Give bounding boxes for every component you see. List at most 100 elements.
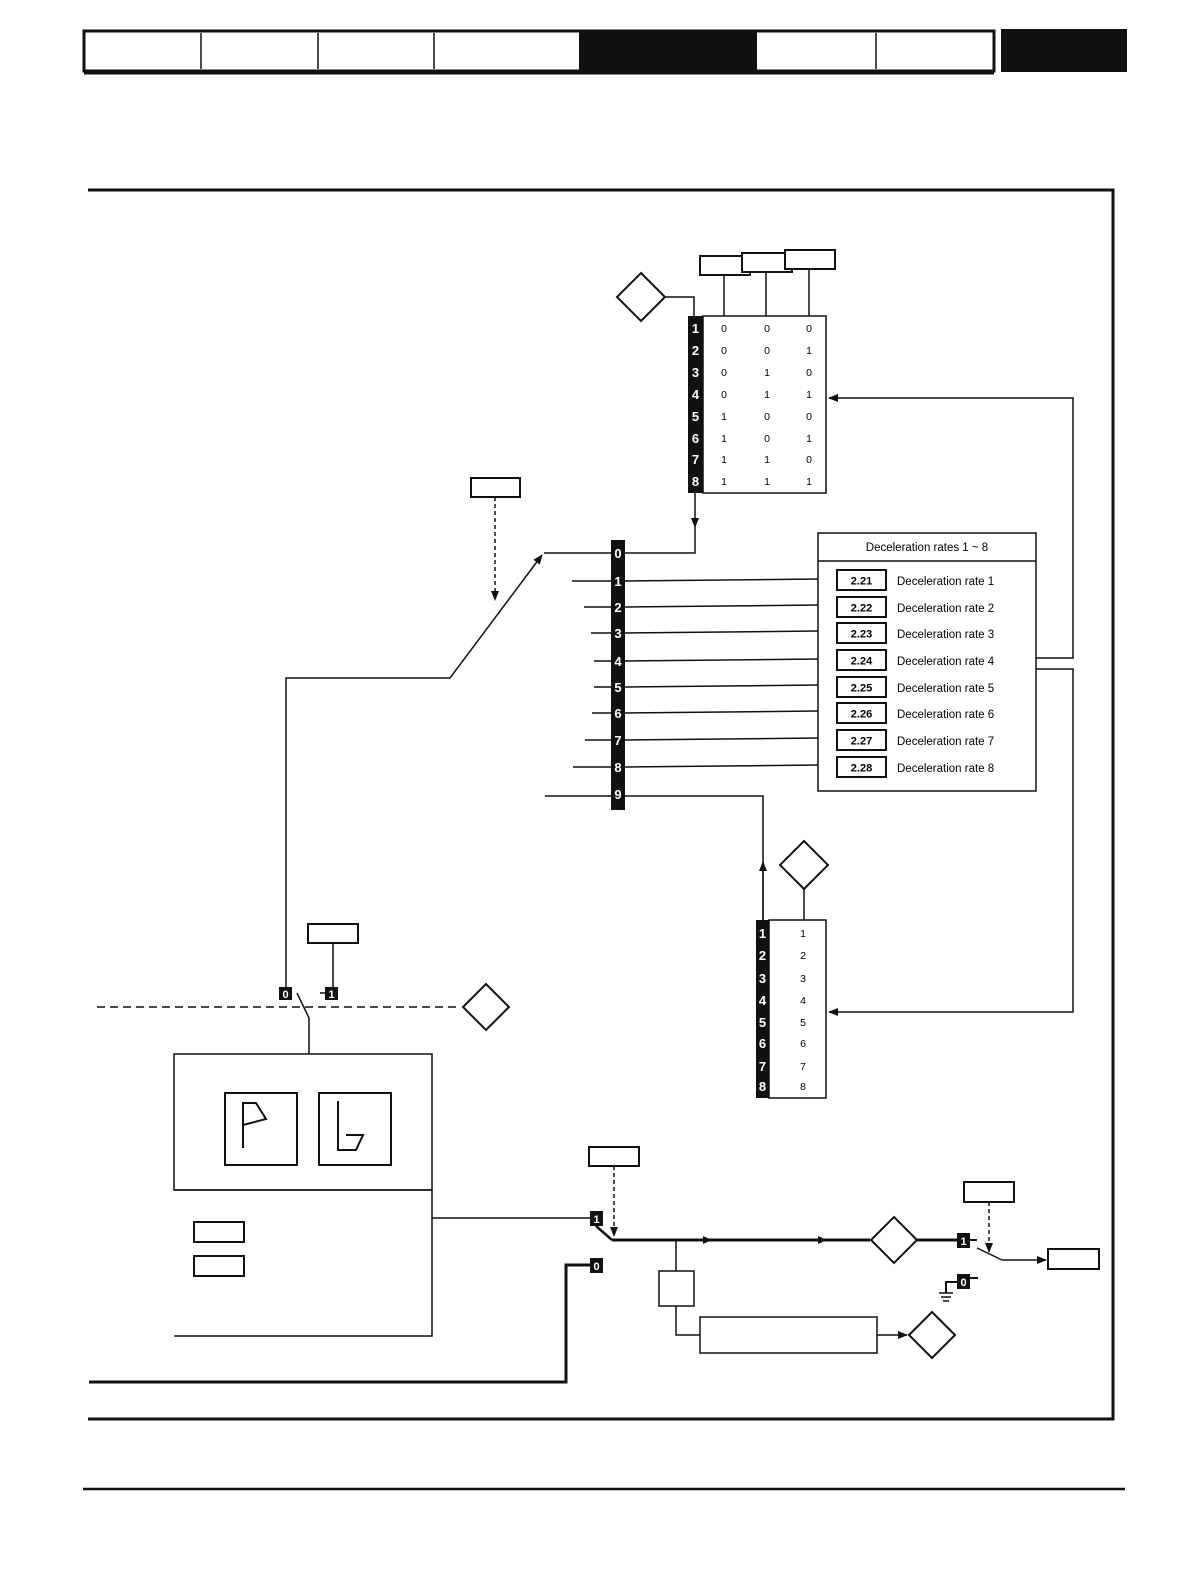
svg-text:1: 1 [960,1236,966,1248]
preset-index-label: 4 [759,993,767,1008]
selector-label: 0 [614,546,621,561]
svg-text:0: 0 [960,1277,966,1289]
output-diamond [869,1215,919,1265]
preset-index-label: 6 [759,1036,766,1051]
decel-param-box[interactable] [836,756,887,778]
binary-index-label: 1 [692,321,699,336]
selector-label: 2 [614,600,621,615]
diagram-frame [88,188,1115,1421]
decel-param-number: 2.22 [851,603,872,615]
preset-value: 2 [800,950,806,962]
selector-rate-line [624,710,819,714]
selector-label: 5 [614,680,621,695]
header-page-box [1001,29,1127,72]
binary-cell: 1 [764,476,770,488]
selector-rate-line [624,764,819,768]
key-p-button[interactable] [224,1092,298,1166]
decel-rate-label: Deceleration rate 3 [897,629,994,641]
output-switch[interactable]: 1 0 [432,1146,640,1273]
decel-param-number: 2.26 [851,709,872,721]
key-b-button[interactable] [318,1092,392,1166]
binary-cell: 0 [806,454,812,466]
preset-index-label: 7 [759,1059,766,1074]
decel-rate-label: Deceleration rate 4 [897,656,995,668]
decel-rate-label: Deceleration rate 1 [897,576,994,588]
preset-value: 7 [800,1061,806,1073]
binary-cell: 1 [806,433,812,445]
binary-cell: 1 [806,389,812,401]
selector-rate-line [624,630,819,634]
decel-param-number: 2.24 [851,656,873,668]
preset-value: 4 [800,995,806,1007]
binary-cell: 0 [806,411,812,423]
decel-param-number: 2.23 [851,629,872,641]
final-param-box [963,1181,1015,1203]
branch-small-box [658,1270,695,1307]
decel-param-box[interactable] [836,596,887,618]
binary-cell: 0 [764,433,770,445]
binary-select-params [615,249,836,323]
selector-label: 9 [614,787,621,802]
preset-index-label: 8 [759,1079,766,1094]
binary-cell: 1 [721,454,727,466]
selector-param-box [470,477,521,498]
branch-diamond [907,1310,957,1360]
header-tab-1[interactable] [86,33,201,69]
final-output-box [1047,1248,1100,1270]
selector-rate-line [624,658,819,662]
decel-param-box[interactable] [836,649,887,671]
decel-param-box[interactable] [836,702,887,724]
preset-value: 1 [800,928,806,940]
selector-rate-line [624,684,819,688]
decel-param-box[interactable] [836,676,887,698]
ground-icon [939,1281,957,1302]
decel-param-box[interactable] [836,729,887,751]
keypad-param-box [193,1255,245,1277]
preset-index-label: 5 [759,1015,766,1030]
keypad-param-box [193,1221,245,1243]
final-switch[interactable]: 1 0 [939,1181,1047,1302]
binary-cell: 1 [721,411,727,423]
header-bar [82,29,1127,75]
selector-rate-line [624,578,819,582]
decel-param-box[interactable] [836,622,887,644]
decel-rate-label: Deceleration rate 6 [897,709,994,721]
param-box [784,249,836,270]
preset-value: 5 [800,1017,806,1029]
preset-value: 6 [800,1038,806,1050]
svg-text:1: 1 [593,1214,599,1226]
binary-cell: 0 [721,367,727,379]
selector-label: 4 [614,654,622,669]
svg-text:0: 0 [282,989,288,1001]
decel-param-box[interactable] [836,569,887,591]
selector-label: 7 [614,733,621,748]
selector-label: 3 [614,626,621,641]
selector-label: 8 [614,760,621,775]
binary-cell: 0 [721,345,727,357]
binary-cell: 1 [764,367,770,379]
mode-switch[interactable]: 0 1 [279,923,359,1054]
header-tab-active[interactable] [579,31,757,71]
binary-to-selector-line [625,527,696,554]
preset-index-label: 2 [759,948,766,963]
binary-cell: 1 [764,454,770,466]
